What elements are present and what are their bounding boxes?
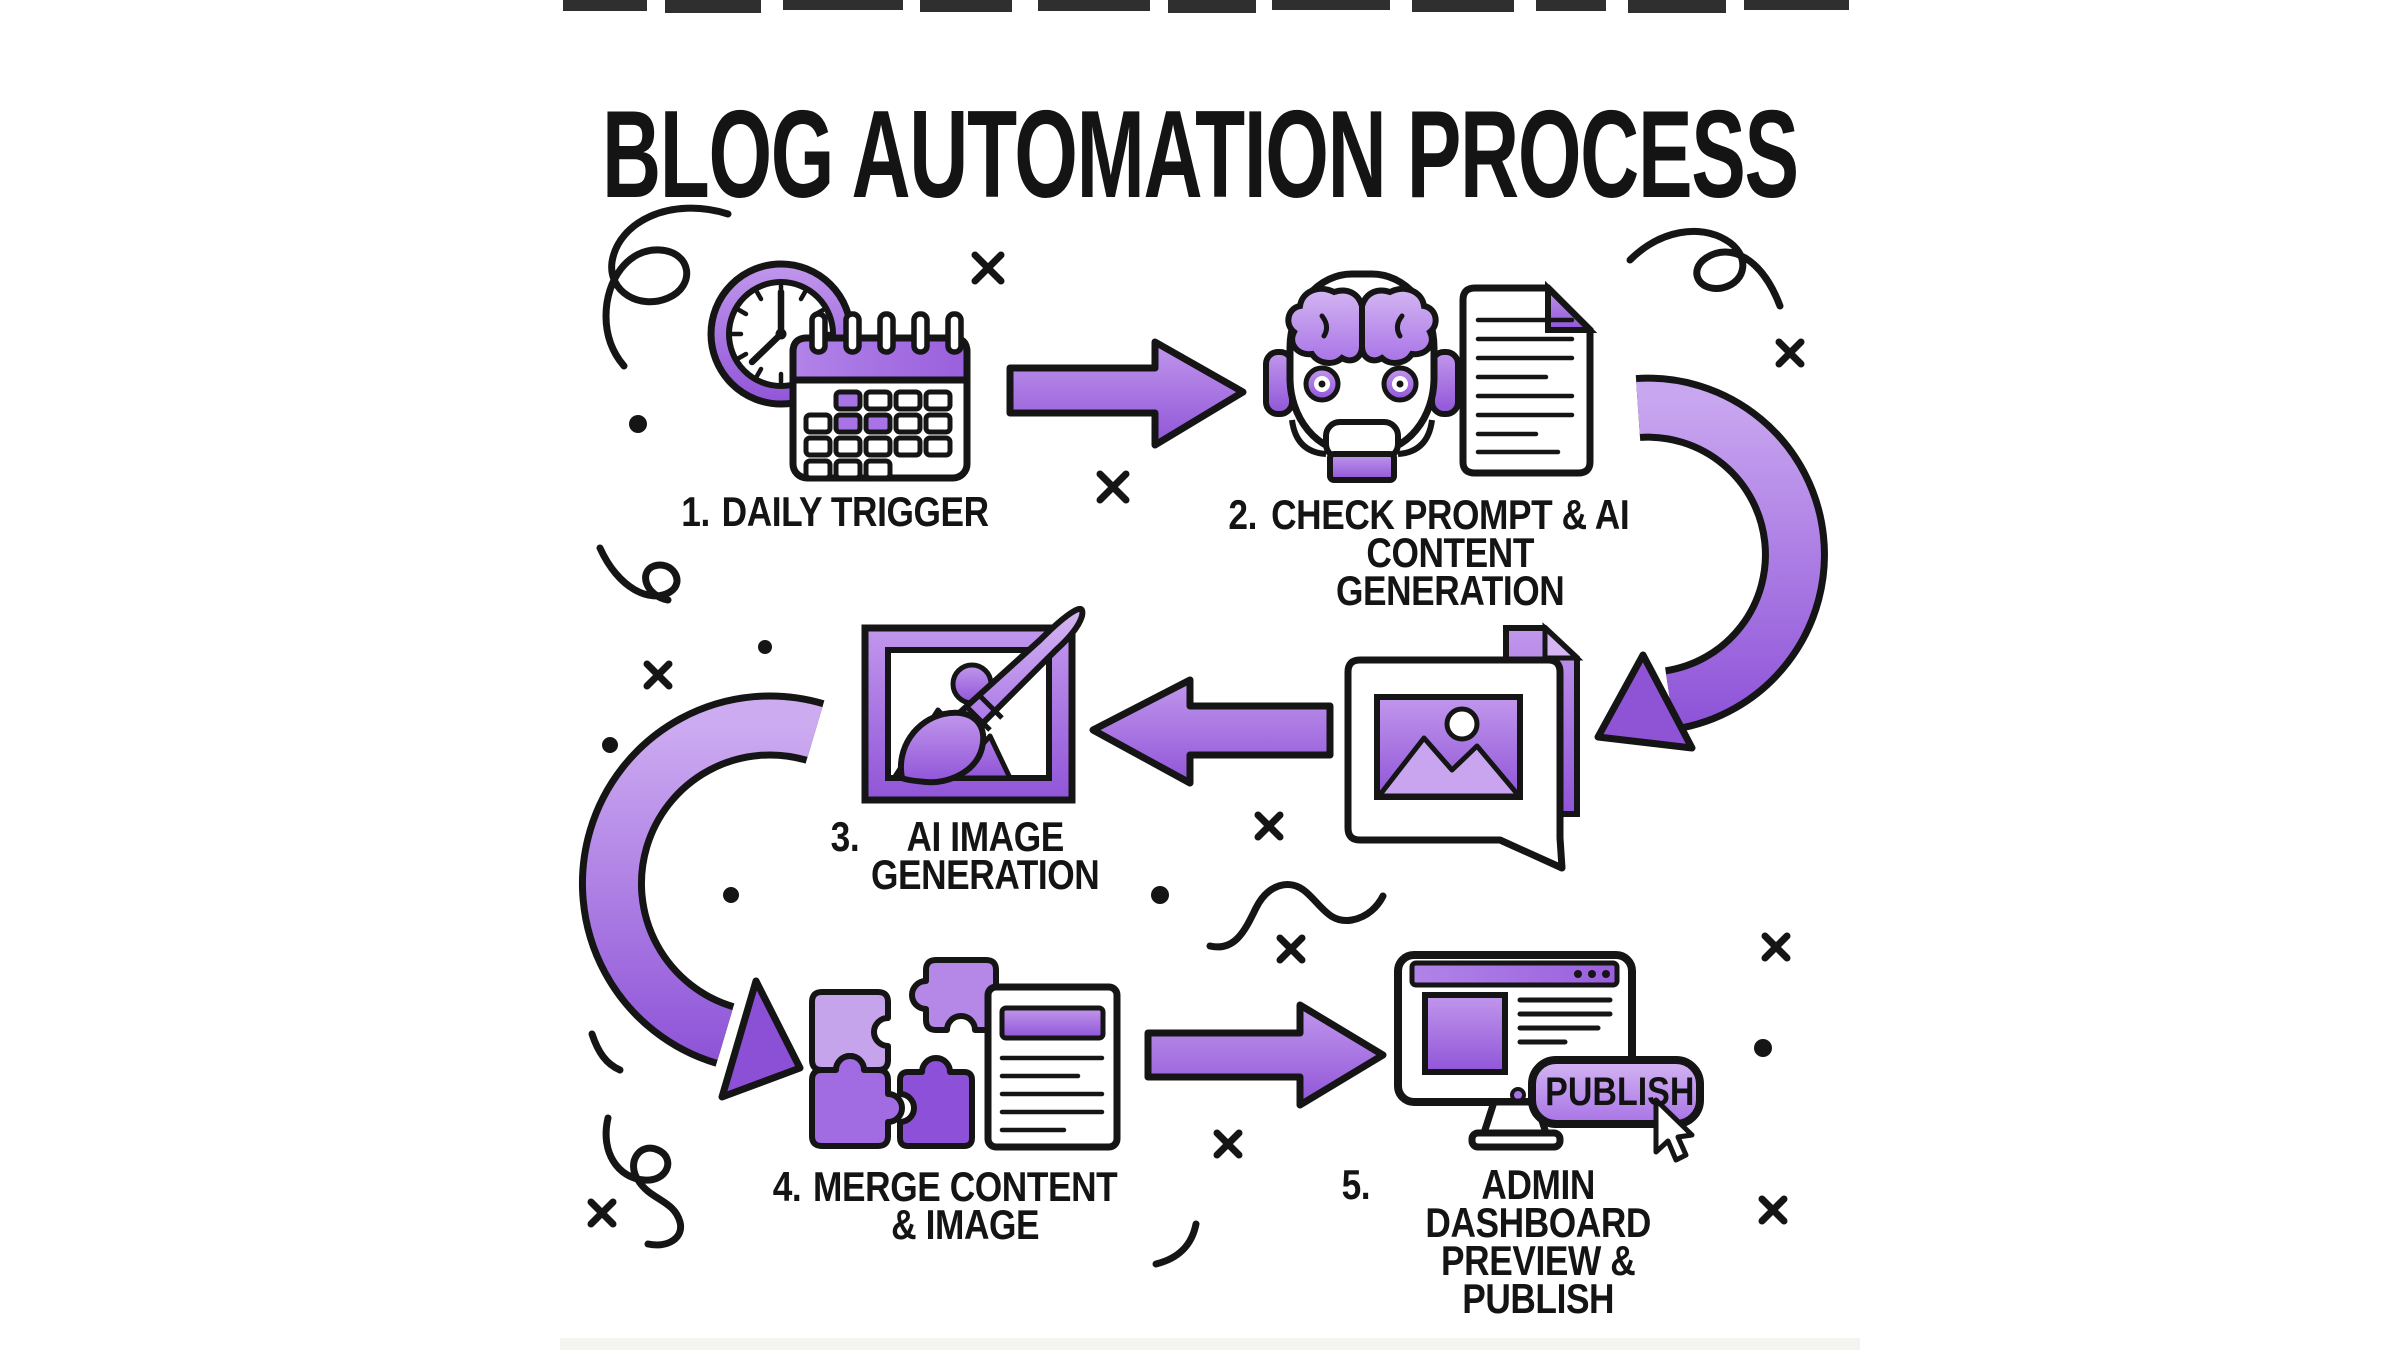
dot-icon xyxy=(1754,1039,1772,1057)
step-5-number: 5. xyxy=(1341,1161,1371,1208)
image-paintbrush-icon xyxy=(861,605,1086,804)
x-mark-icon xyxy=(1761,932,1791,962)
x-mark-icon xyxy=(1213,1129,1243,1159)
clock-hands xyxy=(748,288,785,366)
paintbrush-bristles xyxy=(897,709,987,786)
step-3-label: 3. AI IMAGE GENERATION xyxy=(830,813,1100,898)
faint-bottom-band xyxy=(560,1338,1860,1350)
step-5-label: 5. ADMIN DASHBOARD PREVIEW & PUBLISH xyxy=(1341,1161,1652,1322)
arrow-step1-to-step2 xyxy=(1006,338,1247,449)
page-title: BLOG AUTOMATION PROCESS xyxy=(602,86,1799,224)
x-mark-icon xyxy=(971,251,1005,285)
step-1-label: 1. DAILY TRIGGER xyxy=(681,488,989,535)
squiggle-icon xyxy=(588,1030,624,1074)
puzzle-pieces-icon xyxy=(809,957,999,1149)
robot-brain-icon xyxy=(1263,270,1461,483)
merged-document-icon xyxy=(984,983,1121,1151)
generated-image-icon xyxy=(1344,622,1584,872)
squiggle-icon xyxy=(596,544,681,604)
dot-icon xyxy=(602,737,618,753)
x-mark-icon xyxy=(1276,934,1306,964)
x-mark-icon xyxy=(1775,338,1805,368)
x-mark-icon xyxy=(1096,470,1130,504)
step-1-number: 1. xyxy=(681,488,710,535)
step-4-number: 4. xyxy=(772,1163,802,1210)
dot-icon xyxy=(723,887,739,903)
squiggle-icon xyxy=(602,1114,685,1249)
document-icon xyxy=(1459,280,1598,477)
arrow-step4-to-step5 xyxy=(1144,1001,1387,1109)
step-2-label: 2. CHECK PROMPT & AI CONTENT GENERATION xyxy=(1228,491,1630,614)
arrow-step3-curved-down xyxy=(579,692,825,1101)
wavy-line-icon xyxy=(1206,881,1387,951)
publish-button-label: PUBLISH xyxy=(1545,1070,1695,1114)
squiggle-icon xyxy=(1626,227,1784,310)
step-2-number: 2. xyxy=(1228,491,1257,538)
dot-icon xyxy=(758,640,772,654)
step-4-label: 4. MERGE CONTENT & IMAGE xyxy=(772,1163,1118,1248)
flow-arrows xyxy=(579,338,1828,1109)
arrow-image-to-step3 xyxy=(1089,676,1334,787)
x-mark-icon xyxy=(643,660,673,690)
squiggle-icon xyxy=(1152,1220,1200,1268)
squiggle-icon xyxy=(602,204,732,370)
dot-icon xyxy=(629,415,647,433)
x-mark-icon xyxy=(1758,1195,1788,1225)
arrow-step2-curved-down xyxy=(1594,374,1828,752)
dot-decorations xyxy=(602,415,1772,1057)
dot-icon xyxy=(1151,886,1169,904)
x-mark-icon xyxy=(587,1198,617,1228)
x-mark-icon xyxy=(1254,811,1284,841)
step-3-number: 3. xyxy=(830,813,860,860)
doodle-decorations xyxy=(587,204,1814,1268)
cropped-top-band xyxy=(563,0,1849,13)
clock-calendar-icon xyxy=(707,260,971,482)
cursor-icon xyxy=(1653,1097,1695,1163)
